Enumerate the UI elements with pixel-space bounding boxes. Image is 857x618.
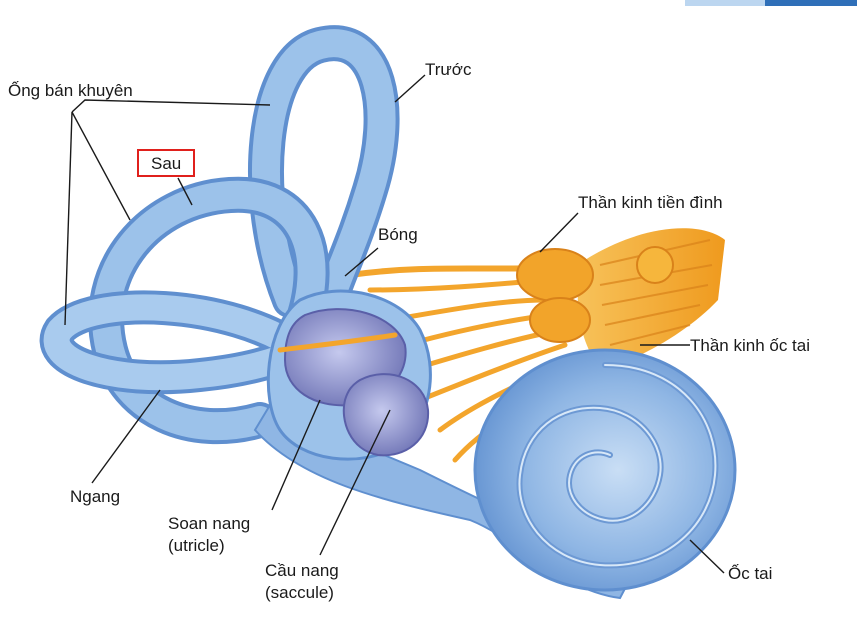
- label-horizontal: Ngang: [70, 487, 121, 506]
- leader-saccule: [319, 409, 391, 556]
- label-utricle: Soan nang: [168, 514, 251, 533]
- leader-ampulla: [344, 247, 379, 277]
- leader-lines: [64, 74, 725, 574]
- leader-semicircular-horizontal: [64, 111, 73, 326]
- vestibular-ganglion: [516, 248, 594, 343]
- leader-posterior: [177, 177, 193, 206]
- leader-utricle: [271, 399, 321, 511]
- label-vestibular-nerve: Thần kinh tiền đình: [578, 193, 723, 212]
- leader-anterior: [394, 74, 426, 103]
- label-saccule: Cầu nang: [265, 561, 339, 580]
- label-ampulla: Bóng: [378, 225, 418, 244]
- leader-semicircular-posterior: [71, 111, 131, 221]
- label-utricle-en: (utricle): [168, 536, 225, 555]
- semicircular-canals: [39, 25, 400, 445]
- label-cochlea: Ốc tai: [728, 564, 773, 583]
- leader-vestibular-nerve: [539, 212, 579, 253]
- label-semicircular-canals: Ống bán khuyên: [8, 81, 133, 100]
- label-anterior: Trước: [425, 60, 472, 79]
- leader-horizontal: [91, 389, 161, 484]
- corner-accent-bar: [685, 0, 857, 6]
- leader-semicircular-anterior: [71, 99, 271, 113]
- label-cochlear-nerve: Thần kinh ốc tai: [690, 336, 811, 355]
- label-posterior: Sau: [137, 149, 196, 177]
- vestibule: [266, 289, 432, 461]
- label-saccule-en: (saccule): [265, 583, 334, 602]
- leader-cochlea: [689, 539, 725, 574]
- cochlear-nerve: [577, 228, 725, 370]
